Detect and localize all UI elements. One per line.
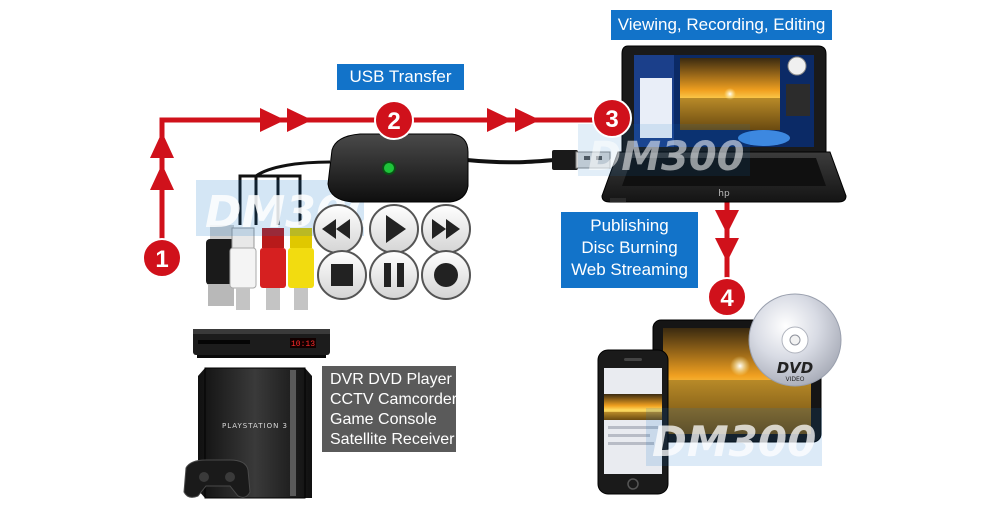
source-item: Game Console (330, 411, 437, 428)
usb-plug (552, 150, 578, 170)
rewind-button[interactable] (313, 204, 363, 254)
step-badge-4: 4 (707, 277, 747, 317)
publishing-label: Publishing Disc Burning Web Streaming (561, 212, 698, 288)
play-button[interactable] (369, 204, 419, 254)
flow-arrows (150, 108, 739, 282)
led-indicator (382, 161, 396, 175)
rewind-icon (322, 219, 336, 239)
dvd-video-label: VIDEO (785, 376, 804, 383)
watermark-text: DM300 (652, 417, 816, 466)
pause-icon (384, 263, 391, 287)
arrow-right-icon (487, 108, 512, 132)
av-cable (206, 160, 331, 310)
phone (597, 349, 669, 495)
publishing-line: Publishing (590, 216, 669, 235)
step-number: 3 (605, 106, 618, 133)
game-console: PLAYSTATION 3 (183, 367, 312, 499)
viewing-recording-editing-label: Viewing, Recording, Editing (611, 10, 832, 40)
flow-line-main (159, 117, 612, 240)
record-icon (434, 263, 458, 287)
phone-screen (604, 368, 662, 474)
usb-transfer-label: USB Transfer (337, 64, 464, 90)
arrow-right-icon (260, 108, 285, 132)
source-item: CCTV Camcorder (330, 391, 458, 408)
media-controls (313, 204, 471, 300)
step-number: 2 (387, 108, 400, 135)
fast-forward-icon (432, 219, 446, 239)
dvd-player: 10:13 (193, 329, 330, 358)
svideo-plug (210, 225, 234, 239)
step-badge-3: 3 (592, 98, 632, 138)
source-item: Satellite Receiver (330, 431, 455, 448)
console-logo: PLAYSTATION 3 (222, 422, 288, 430)
record-button[interactable] (421, 250, 471, 300)
arrow-down-icon (715, 238, 739, 262)
stop-icon (331, 264, 353, 286)
arrow-right-icon (515, 108, 540, 132)
step-badge-1: 1 (142, 238, 182, 278)
dvd-logo: DVD (777, 359, 814, 377)
arrow-up-icon (150, 132, 174, 158)
rca-plug-red (262, 228, 284, 248)
rca-plug-yellow (290, 228, 312, 248)
laptop: hp (601, 45, 847, 203)
dvd-player-display: 10:13 (291, 340, 315, 349)
pause-button[interactable] (369, 250, 419, 300)
laptop-logo: hp (718, 189, 730, 199)
disc-burning-line: Disc Burning (581, 238, 678, 257)
step-number: 4 (720, 285, 734, 312)
arrow-right-icon (287, 108, 312, 132)
arrow-up-icon (150, 164, 174, 190)
watermark-text: DM300 (588, 134, 745, 180)
step-number: 1 (155, 246, 168, 273)
play-icon (386, 215, 406, 243)
stop-button[interactable] (317, 250, 367, 300)
gamepad (183, 459, 251, 498)
arrow-down-icon (715, 210, 739, 234)
usb-capture-device (327, 133, 611, 203)
step-badge-2: 2 (374, 100, 414, 140)
web-streaming-line: Web Streaming (571, 260, 688, 279)
watermark-mobile: DM300 (646, 408, 822, 466)
video-sources-list: DVR DVD Player CCTV Camcorder Game Conso… (322, 366, 458, 452)
source-item: DVR DVD Player (330, 371, 452, 388)
fast-forward-button[interactable] (421, 204, 471, 254)
dvd-disc: DVD VIDEO (748, 293, 842, 387)
